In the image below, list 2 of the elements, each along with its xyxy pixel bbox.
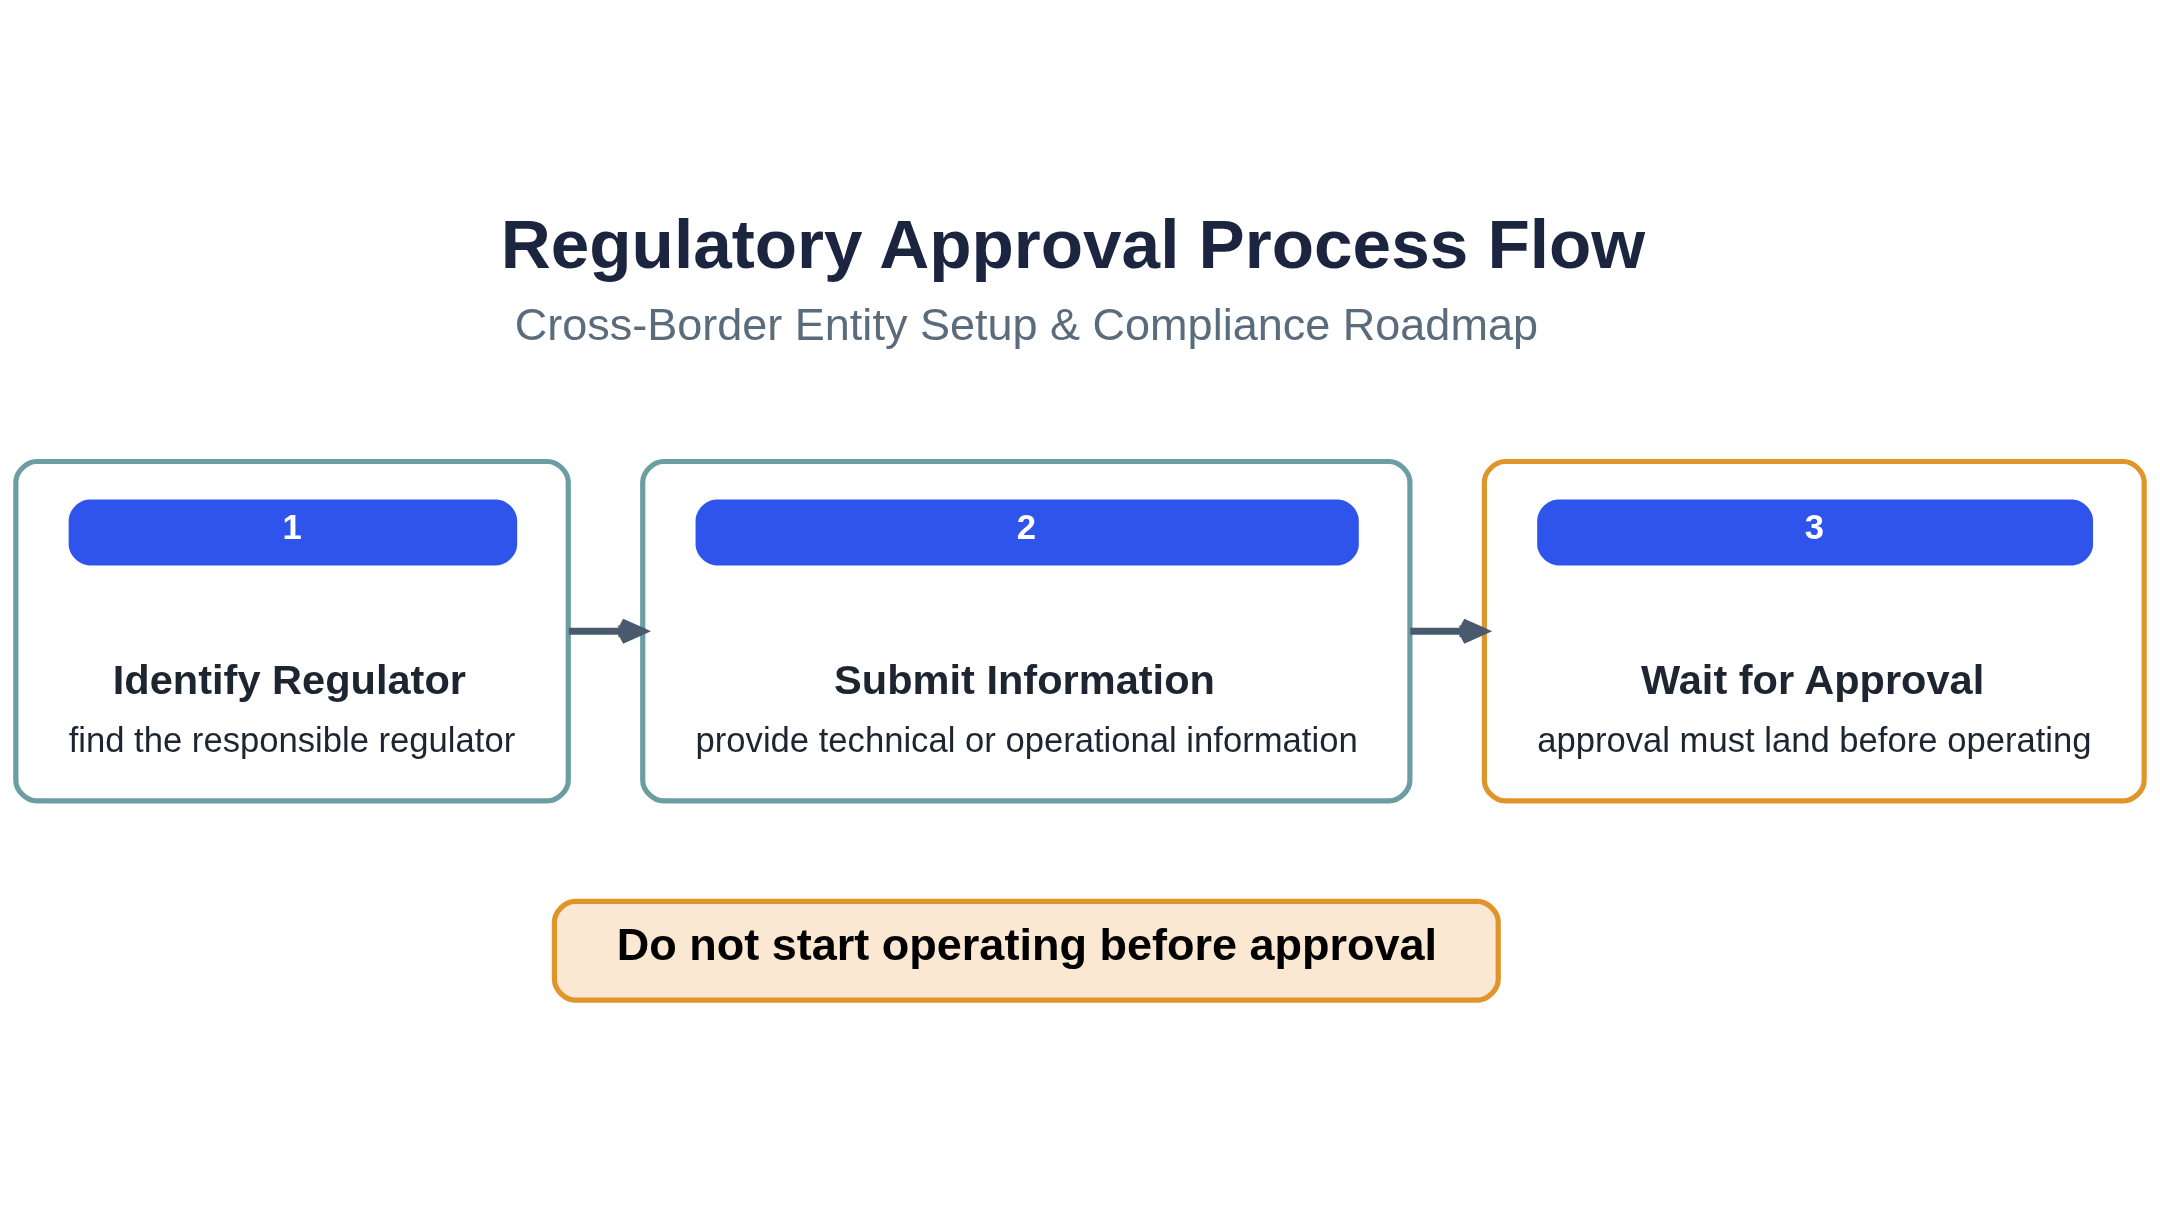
label: Cross-Border Entity Setup & Compliance Roadmap: [514, 298, 1538, 350]
diagram-title: Regulatory Approval Process Flow: [500, 204, 1646, 283]
